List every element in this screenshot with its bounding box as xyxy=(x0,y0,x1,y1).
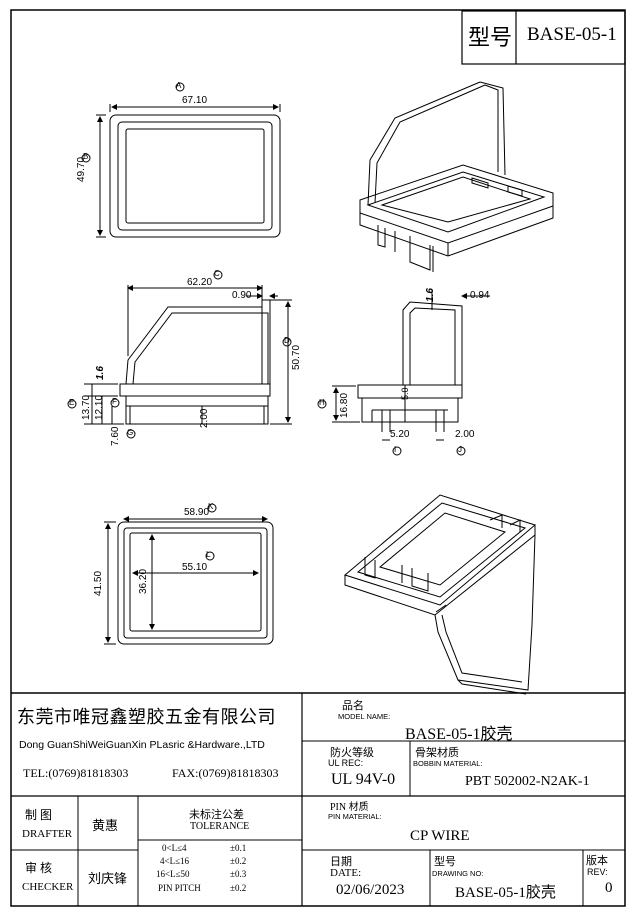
tolerance-cn: 未标注公差 xyxy=(189,809,244,821)
side-view xyxy=(317,290,490,456)
checker-name: 刘庆锋 xyxy=(88,871,128,886)
rev-cn: 版本 xyxy=(586,855,608,867)
info-grid xyxy=(11,692,625,906)
dim-side-pin1: 5.20 xyxy=(390,429,410,440)
dim-front-pin-len: 7.60 xyxy=(110,426,121,446)
bobbin-cn: 骨架材质 xyxy=(415,747,459,759)
callout-g: G xyxy=(127,428,134,437)
dim-front-height: 50.70 xyxy=(291,344,302,370)
drawing-en: DRAWING NO: xyxy=(432,869,484,878)
callout-f: F xyxy=(112,397,117,406)
callout-h: H xyxy=(319,398,325,407)
rev-en: REV: xyxy=(587,867,608,877)
dim-side-lip: 0.94 xyxy=(470,290,490,301)
dim-top-width: 67.10 xyxy=(182,95,208,106)
dim-bottom-inner-h: 36.20 xyxy=(138,568,149,594)
dim-front-base1: 13.70 xyxy=(81,394,92,420)
tol-value-2: ±0.2 xyxy=(230,856,247,866)
dim-side-wall: 1.6 xyxy=(425,288,436,302)
dim-side-base: 16.80 xyxy=(339,392,350,418)
sheet-border xyxy=(10,9,626,907)
iso-view-top xyxy=(359,81,554,272)
checker-cn: 审 核 xyxy=(25,861,53,875)
tol-range-3: 16<L≤50 xyxy=(156,869,190,879)
date-value: 02/06/2023 xyxy=(336,882,405,898)
drafter-cn: 制 图 xyxy=(25,808,53,822)
fire-cn: 防火等级 xyxy=(330,747,374,759)
dim-front-width: 62.20 xyxy=(187,277,213,288)
callout-l: L xyxy=(206,550,211,559)
dim-bottom-inner-w: 55.10 xyxy=(182,562,208,573)
dim-side-inner: 5.0 xyxy=(400,387,410,400)
type-label: 型号 xyxy=(468,25,513,50)
pin-en: PIN MATERIAL: xyxy=(328,812,382,821)
date-cn: 日期 xyxy=(330,856,352,868)
callout-b: B xyxy=(83,152,89,161)
tol-range-1: 0<L≤4 xyxy=(162,843,187,853)
company-tel: TEL:(0769)81818303 xyxy=(23,766,129,780)
drawing-cn: 型号 xyxy=(434,856,456,868)
front-view xyxy=(67,270,292,439)
model-en: MODEL NAME: xyxy=(338,712,391,721)
callout-j: J xyxy=(458,445,462,454)
callout-i: I xyxy=(394,445,397,454)
callout-a: A xyxy=(176,81,182,90)
dim-front-wall: 1.6 xyxy=(95,366,106,380)
checker-en: CHECKER xyxy=(22,881,74,893)
drafter-name: 黄惠 xyxy=(92,818,119,833)
callout-d: D xyxy=(284,336,290,345)
date-en: DATE: xyxy=(330,867,362,879)
dim-front-lip: 0.90 xyxy=(232,290,252,301)
company-fax: FAX:(0769)81818303 xyxy=(172,766,279,780)
callout-k: K xyxy=(208,502,214,511)
fire-value: UL 94V-0 xyxy=(331,771,396,788)
iso-view-bottom xyxy=(343,494,537,695)
dim-front-pin-gap: 2.00 xyxy=(199,408,210,428)
top-view xyxy=(81,82,281,238)
bottom-view xyxy=(104,503,274,645)
rev-value: 0 xyxy=(605,880,613,896)
tol-value-4: ±0.2 xyxy=(230,883,247,893)
model-value: BASE-05-1胶壳 xyxy=(405,726,513,743)
bobbin-value: PBT 502002-N2AK-1 xyxy=(465,774,590,789)
dim-bottom-outer-w: 58.90 xyxy=(184,507,210,518)
fire-en: UL REC: xyxy=(328,758,364,768)
tolerance-en: TOLERANCE xyxy=(190,821,250,832)
pin-cn: PIN 材质 xyxy=(330,802,369,813)
company-cn: 东莞市唯冠鑫塑胶五金有限公司 xyxy=(17,707,276,727)
dim-bottom-outer-h: 41.50 xyxy=(93,570,104,596)
callout-e: E xyxy=(69,398,75,407)
dim-front-base2: 12.10 xyxy=(94,394,105,420)
tol-range-4: PIN PITCH xyxy=(158,883,201,893)
drawing-value: BASE-05-1胶壳 xyxy=(455,885,556,901)
pin-value: CP WIRE xyxy=(410,828,470,844)
dim-side-pin2: 2.00 xyxy=(455,429,475,440)
tol-range-2: 4<L≤16 xyxy=(160,856,190,866)
callout-c: C xyxy=(214,269,220,278)
tol-value-3: ±0.3 xyxy=(230,869,247,879)
type-box xyxy=(461,10,626,65)
company-en: Dong GuanShiWeiGuanXin PLasric &Hardware… xyxy=(19,739,265,751)
bobbin-en: BOBBIN MATERIAL: xyxy=(413,759,483,768)
drafter-en: DRAFTER xyxy=(22,828,73,840)
model-cn: 品名 xyxy=(342,700,364,712)
tol-value-1: ±0.1 xyxy=(230,843,247,853)
type-value: BASE-05-1 xyxy=(527,24,617,45)
